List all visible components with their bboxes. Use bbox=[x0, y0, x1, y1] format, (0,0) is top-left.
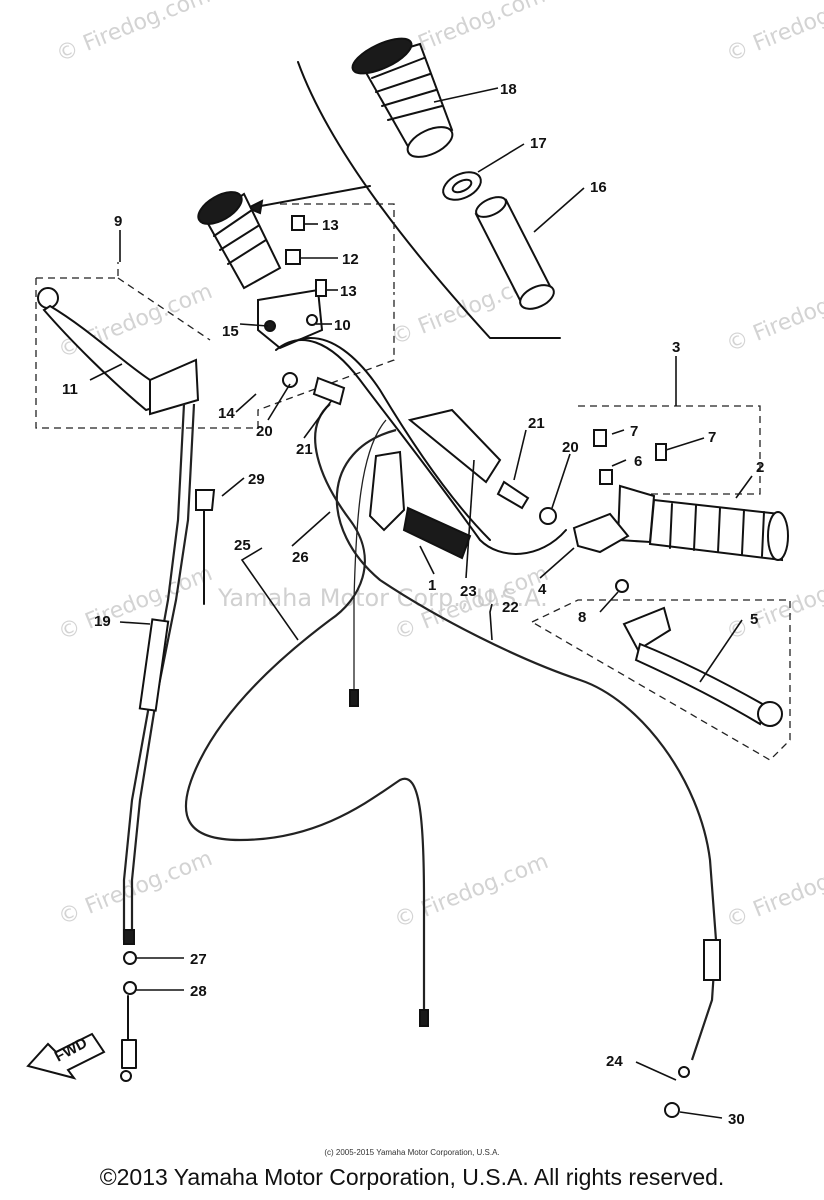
callout-3: 3 bbox=[672, 339, 680, 356]
callout-29: 29 bbox=[248, 471, 265, 488]
left-lever-box bbox=[35, 262, 395, 429]
bolt-7b bbox=[655, 443, 667, 461]
brake-lever-5 bbox=[622, 606, 783, 727]
cable-19-sleeve bbox=[138, 618, 170, 712]
pointer-arrow bbox=[249, 185, 371, 209]
callout-labels: 18 17 16 13 12 13 10 15 9 11 14 20 21 21… bbox=[62, 81, 764, 1128]
fwd-arrow: FWD bbox=[26, 1032, 106, 1080]
bolt-7a bbox=[593, 429, 607, 447]
clutch-lever-11 bbox=[37, 287, 200, 416]
callout-11: 11 bbox=[62, 381, 78, 398]
washer-17 bbox=[442, 171, 482, 201]
callout-22: 22 bbox=[502, 599, 519, 616]
callout-23: 23 bbox=[460, 583, 477, 600]
callout-7a: 7 bbox=[630, 423, 638, 440]
nut-8 bbox=[615, 579, 629, 593]
callout-15: 15 bbox=[222, 323, 239, 340]
main-copyright: ©2013 Yamaha Motor Corporation, U.S.A. A… bbox=[99, 1164, 725, 1190]
grip-18 bbox=[351, 37, 454, 158]
bar-pad-23 bbox=[407, 408, 502, 484]
right-grip-2 bbox=[616, 484, 789, 562]
callout-6: 6 bbox=[634, 453, 642, 470]
collar-6 bbox=[599, 469, 613, 485]
callout-21a: 21 bbox=[296, 441, 313, 458]
watermark-bottom-right: © Firedog.com bbox=[723, 849, 824, 933]
leader-lines bbox=[89, 87, 753, 1119]
small-copyright: (c) 2005-2015 Yamaha Motor Corporation, … bbox=[324, 1148, 500, 1157]
adjuster-27 bbox=[123, 951, 137, 965]
cable-19-ball bbox=[120, 1070, 132, 1082]
left-grip bbox=[197, 191, 282, 290]
left-top-box bbox=[280, 203, 395, 292]
bolt-13b bbox=[315, 279, 327, 297]
callout-24: 24 bbox=[606, 1053, 623, 1070]
callout-25: 25 bbox=[234, 537, 251, 554]
cable-end-30 bbox=[664, 1102, 680, 1118]
lever-holder-4 bbox=[572, 512, 630, 554]
callout-8: 8 bbox=[578, 609, 586, 626]
cable-band-29 bbox=[195, 489, 216, 511]
adjuster-28 bbox=[123, 981, 137, 995]
callout-20b: 20 bbox=[562, 439, 579, 456]
callout-18: 18 bbox=[500, 81, 517, 98]
callout-21b: 21 bbox=[528, 415, 545, 432]
cable-end-27 bbox=[123, 929, 135, 945]
brake-cable-sleeve bbox=[703, 939, 721, 981]
callout-13a: 13 bbox=[322, 217, 339, 234]
callout-14: 14 bbox=[218, 405, 235, 422]
right-lower-box bbox=[531, 599, 791, 761]
throttle-cable-25 bbox=[184, 403, 426, 1010]
cable-19-tip bbox=[121, 995, 137, 1069]
watermark-top-right: © Firedog.com bbox=[723, 0, 824, 68]
pointer-arrowhead bbox=[245, 199, 264, 215]
callout-7b: 7 bbox=[708, 429, 716, 446]
throttle-cable-end bbox=[349, 689, 359, 707]
washer-17-hole bbox=[451, 178, 473, 194]
adjuster-21-left bbox=[312, 376, 346, 406]
callout-1: 1 bbox=[428, 577, 436, 594]
callout-2: 2 bbox=[756, 459, 764, 476]
callout-30: 30 bbox=[728, 1111, 745, 1128]
handlebar-1 bbox=[275, 337, 567, 555]
adjuster-20-left bbox=[282, 372, 298, 388]
bar-grip-rubber bbox=[402, 506, 472, 560]
callout-10: 10 bbox=[334, 317, 351, 334]
bolt-13a bbox=[291, 215, 305, 231]
throttle-tube-16 bbox=[474, 196, 555, 310]
adjuster-21-right bbox=[496, 480, 530, 510]
watermark-bottom-left: © Firedog.com bbox=[55, 846, 216, 930]
callout-9: 9 bbox=[114, 213, 122, 230]
watermark-mid-left: © Firedog.com bbox=[55, 279, 216, 363]
callout-27: 27 bbox=[190, 951, 207, 968]
callout-17: 17 bbox=[530, 135, 547, 152]
holder-bolt-10 bbox=[306, 314, 318, 326]
watermark-bottom-center: © Firedog.com bbox=[391, 849, 552, 933]
collar-12 bbox=[285, 249, 301, 265]
adjuster-20-right bbox=[539, 507, 557, 525]
watermark-mid-right: © Firedog.com bbox=[723, 273, 824, 357]
watermark-top-left: © Firedog.com bbox=[53, 0, 214, 68]
fender-outline bbox=[297, 61, 561, 339]
right-top-box bbox=[578, 405, 761, 495]
callout-28: 28 bbox=[190, 983, 207, 1000]
callout-26: 26 bbox=[292, 549, 309, 566]
throttle-cable-26 bbox=[353, 419, 387, 690]
callout-4: 4 bbox=[538, 581, 547, 598]
callout-13b: 13 bbox=[340, 283, 357, 300]
cable-junction-26 bbox=[368, 450, 406, 532]
callout-19: 19 bbox=[94, 613, 111, 630]
watermark-yamaha: Yamaha Motor Corp., U.S.A. bbox=[217, 584, 548, 612]
watermark-lower-left: © Firedog.com bbox=[55, 561, 216, 645]
callout-20a: 20 bbox=[256, 423, 273, 440]
callout-12: 12 bbox=[342, 251, 359, 268]
callout-16: 16 bbox=[590, 179, 607, 196]
watermark-lower-right: © Firedog.com bbox=[723, 561, 824, 645]
brake-cable-22 bbox=[335, 428, 718, 1061]
cable-22-ball bbox=[678, 1066, 690, 1078]
callout-5: 5 bbox=[750, 611, 758, 628]
throttle-cable-end-2 bbox=[419, 1009, 429, 1027]
